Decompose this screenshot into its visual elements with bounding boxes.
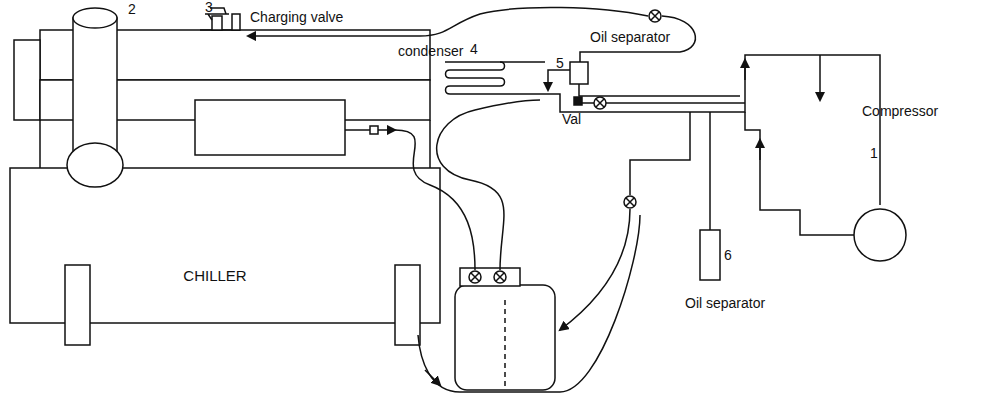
part-label: Charging valve <box>250 10 343 25</box>
callout-number: 1 <box>870 146 878 161</box>
part-label: Oil separator <box>685 296 765 311</box>
callout-number: 4 <box>470 42 478 57</box>
part-label: Compressor <box>862 104 938 119</box>
chiller-body: CHILLER <box>130 255 300 295</box>
part-label: Val <box>562 112 581 127</box>
node-text: CHILLER <box>183 267 246 284</box>
callout-number: 5 <box>556 56 564 71</box>
callout-number: 6 <box>724 248 732 263</box>
callout-number: 3 <box>205 0 213 15</box>
callout-number: 2 <box>128 2 136 17</box>
part-label: Oil separator <box>590 30 670 45</box>
part-label: condenser <box>398 44 463 59</box>
